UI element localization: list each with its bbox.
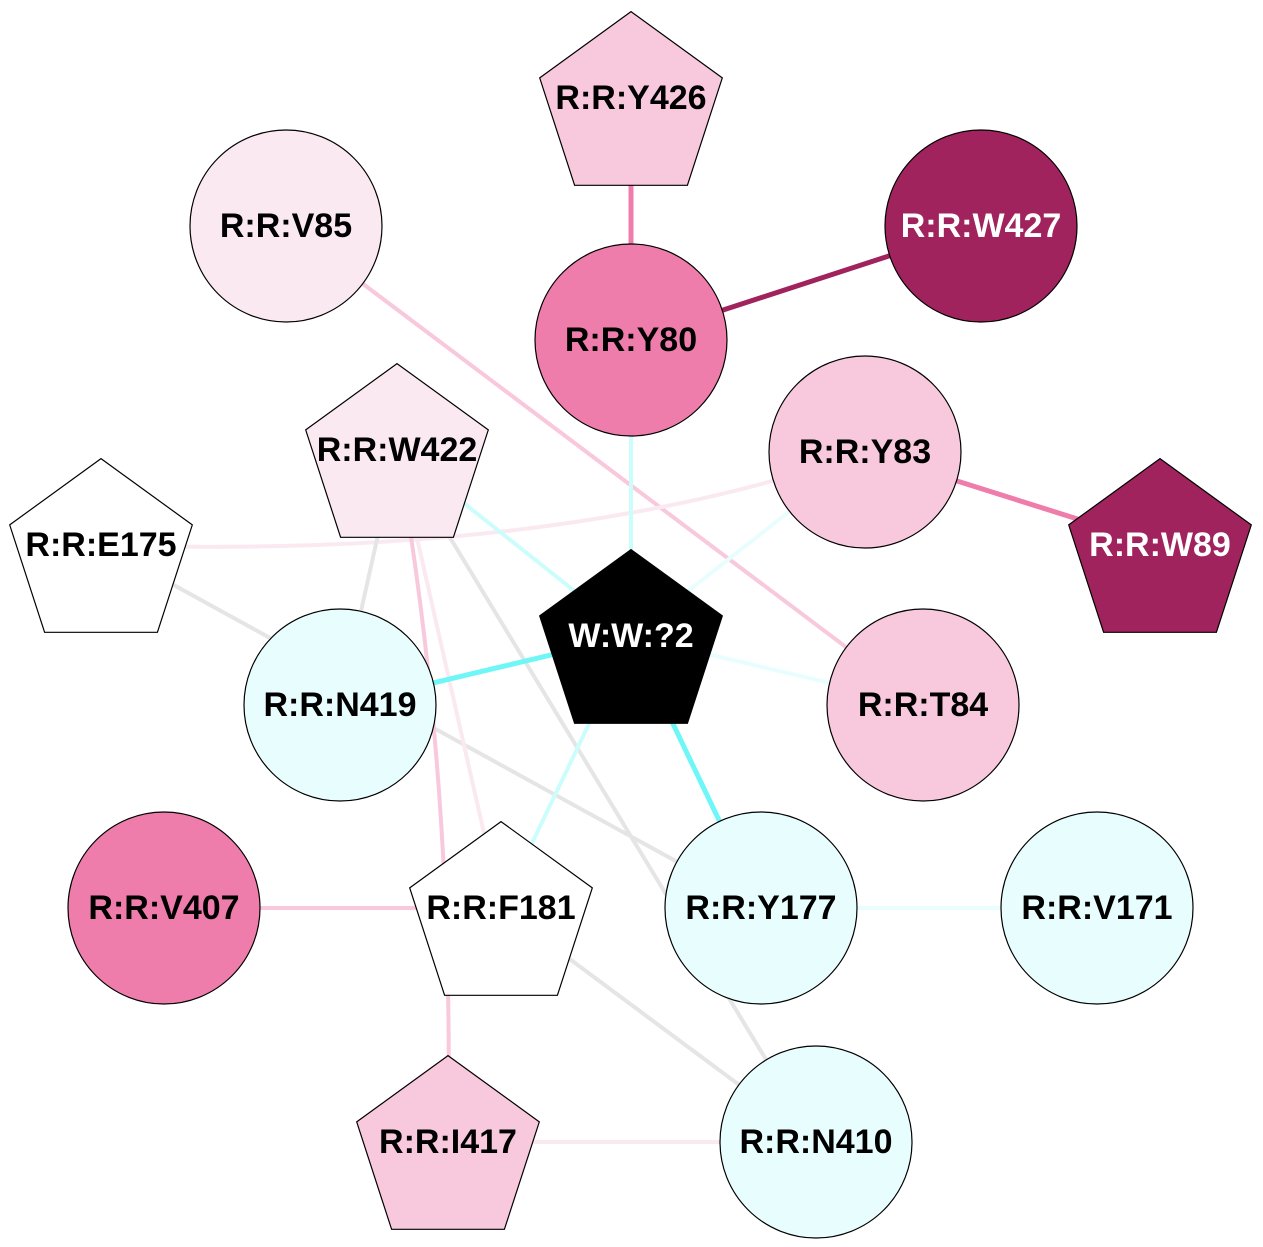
node-shape-w89 [1067,457,1253,633]
node-label-f181: R:R:F181 [426,889,575,927]
edge-v85-t84 [284,224,925,707]
node-w427: R:R:W427 [884,129,1078,323]
node-shape-y83 [768,355,962,549]
node-y426: R:R:Y426 [538,10,724,186]
node-label-y426: R:R:Y426 [555,79,706,117]
node-n419: R:R:N419 [243,608,437,802]
edge-w422-n410 [395,448,818,1144]
node-shape-y177 [664,811,858,1005]
node-shape-v85 [189,129,383,323]
node-f181: R:R:F181 [408,820,594,996]
node-label-w2: W:W:?2 [568,617,693,655]
node-e175: R:R:E175 [8,457,194,633]
node-shape-w422 [304,362,490,538]
node-shape-v171 [1000,811,1194,1005]
node-w422: R:R:W422 [304,362,490,538]
edge-e175-y83 [100,450,866,549]
node-y80: R:R:Y80 [534,243,728,437]
node-v407: R:R:V407 [67,811,261,1005]
node-label-v171: R:R:V171 [1021,889,1172,927]
node-label-y177: R:R:Y177 [685,889,836,927]
node-y83: R:R:Y83 [768,355,962,549]
node-shape-e175 [8,457,194,633]
node-v171: R:R:V171 [1000,811,1194,1005]
node-label-t84: R:R:T84 [858,686,988,724]
node-shape-y80 [534,243,728,437]
node-label-i417: R:R:I417 [379,1123,517,1161]
node-shape-v407 [67,811,261,1005]
node-shape-n419 [243,608,437,802]
node-w89: R:R:W89 [1067,457,1253,633]
node-shape-f181 [408,820,594,996]
node-label-n410: R:R:N410 [739,1123,892,1161]
node-label-v407: R:R:V407 [88,889,239,927]
edge-w422-i417 [395,449,451,1143]
node-label-e175: R:R:E175 [25,526,176,564]
node-shape-w2 [538,548,724,724]
node-label-v85: R:R:V85 [220,207,352,245]
node-label-w422: R:R:W422 [317,431,478,469]
node-y177: R:R:Y177 [664,811,858,1005]
node-label-y80: R:R:Y80 [565,321,697,359]
node-shape-w427 [884,129,1078,323]
node-i417: R:R:I417 [355,1054,541,1230]
node-t84: R:R:T84 [826,608,1020,802]
node-w2: W:W:?2 [538,548,724,724]
node-n410: R:R:N410 [719,1045,913,1239]
node-label-w427: R:R:W427 [901,207,1062,245]
node-v85: R:R:V85 [189,129,383,323]
node-shape-t84 [826,608,1020,802]
node-shape-i417 [355,1054,541,1230]
node-shape-y426 [538,10,724,186]
node-label-n419: R:R:N419 [263,686,416,724]
node-label-w89: R:R:W89 [1089,526,1231,564]
node-label-y83: R:R:Y83 [799,433,931,471]
node-shape-n410 [719,1045,913,1239]
